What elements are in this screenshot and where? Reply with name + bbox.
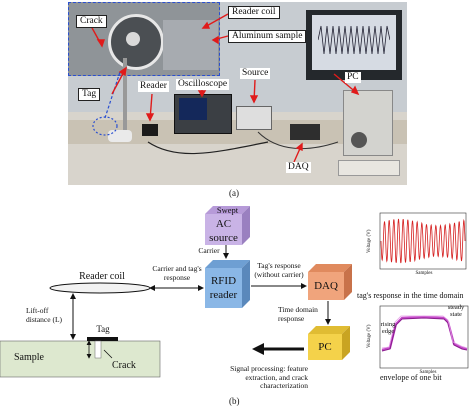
time-plot-ylabel: Voltage (V) <box>366 229 372 253</box>
reader-coil-ellipse <box>49 282 151 294</box>
source-image <box>236 106 272 130</box>
label-tag: Tag <box>78 88 101 101</box>
tag-response-label: Tag's response (without carrier) <box>254 261 304 279</box>
tag-bar <box>87 337 118 341</box>
reader-coil-label: Reader coil <box>79 271 125 282</box>
monitor-waveform <box>318 25 390 55</box>
ac-source-text: AC source <box>209 217 238 244</box>
time-domain-response-label: Time domain response <box>278 305 318 323</box>
pc-box <box>308 326 350 360</box>
caption-a: (a) <box>229 188 239 198</box>
rfid-reader-text: RFID reader <box>209 275 238 301</box>
crack-slot <box>94 340 102 359</box>
label-crack: Crack <box>76 15 107 28</box>
ac-source-box <box>205 206 250 245</box>
rfid-reader-box <box>205 260 250 308</box>
daq-image <box>290 124 320 140</box>
swept-label: Swept <box>216 205 239 215</box>
label-reader: Reader <box>138 81 169 92</box>
time-domain-plot: Voltage (V) Samples <box>364 211 468 279</box>
label-reader-coil: Reader coil <box>228 6 280 19</box>
envelope-plot-ylabel: Voltage (V) <box>366 324 372 348</box>
lab-photo: Crack Reader coil Aluminum sample Tag Re… <box>68 2 407 185</box>
daq-box <box>308 264 352 300</box>
daq-text: DAQ <box>314 280 338 292</box>
carrier-tag-response-label: Carrier and tag's response <box>152 264 202 282</box>
carrier-label: Carrier <box>198 246 220 255</box>
reader-image <box>142 124 158 136</box>
label-oscilloscope: Oscilloscope <box>176 79 230 90</box>
tag-label: Tag <box>96 324 110 334</box>
caption-b: (b) <box>229 396 240 406</box>
label-aluminum-sample: Aluminum sample <box>228 30 307 43</box>
steady-state-annotation: steady state <box>447 304 465 318</box>
envelope-plot-xlabel: Samples <box>419 370 437 375</box>
envelope-plot-caption: envelope of one bit <box>380 373 442 382</box>
label-source: Source <box>240 68 271 79</box>
crack-label: Crack <box>112 360 136 371</box>
label-daq: DAQ <box>286 162 311 173</box>
pc-tower-image <box>343 90 393 156</box>
sample-label: Sample <box>14 352 44 363</box>
time-plot-xlabel: Samples <box>415 271 433 276</box>
rising-edge-annotation: rising edge <box>380 321 396 335</box>
pc-text: PC <box>318 341 332 353</box>
envelope-plot: Voltage (V) Samples steady state rising … <box>364 304 470 378</box>
keyboard-image <box>338 160 400 176</box>
label-pc: PC <box>345 72 361 83</box>
liftoff-label: Lift-off distance (L) <box>26 306 63 324</box>
sample-block <box>0 340 161 378</box>
time-plot-caption: tag's response in the time domain <box>357 291 464 300</box>
signal-processing-label: Signal processing: feature extraction, a… <box>230 364 308 390</box>
